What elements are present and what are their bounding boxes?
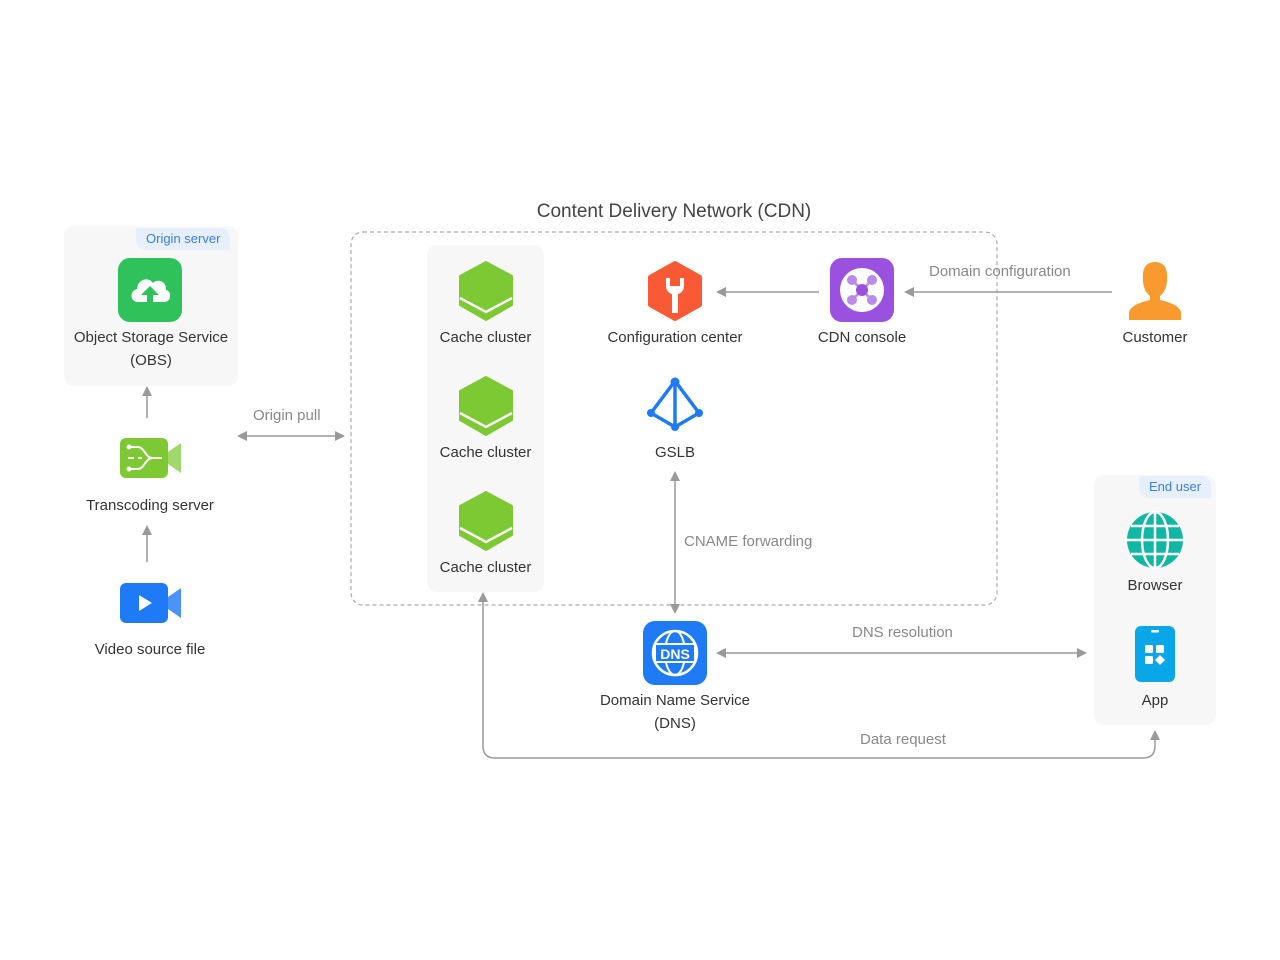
- dns-icon-text: DNS: [660, 646, 690, 662]
- cdn-title: Content Delivery Network (CDN): [536, 201, 812, 222]
- arrow-data-request: [478, 592, 1160, 759]
- cache-hexagon-icon: [458, 261, 514, 321]
- network-hub-icon: [830, 258, 894, 322]
- cache-cluster-label-1: Cache cluster: [439, 329, 532, 346]
- origin-pull-label: Origin pull: [253, 407, 321, 424]
- cache-hexagon-icon: [458, 376, 514, 436]
- user-icon: [1127, 260, 1183, 320]
- browser-label: Browser: [1127, 577, 1183, 594]
- end-user-tag: End user: [1139, 476, 1212, 498]
- obs-label-line1: Object Storage Service: [73, 329, 229, 346]
- customer-label: Customer: [1122, 329, 1188, 346]
- dns-label-line2: (DNS): [654, 715, 696, 732]
- mobile-app-icon: [1135, 626, 1175, 682]
- domain-configuration-label: Domain configuration: [929, 263, 1071, 280]
- cache-cluster-label-3: Cache cluster: [439, 559, 532, 576]
- cache-cluster-label-2: Cache cluster: [439, 444, 532, 461]
- origin-server-tag: Origin server: [136, 228, 231, 250]
- cloud-upload-icon: [118, 258, 182, 322]
- transcode-camera-icon: [120, 438, 182, 478]
- dns-label-line1: Domain Name Service: [599, 692, 751, 709]
- config-center-label: Configuration center: [607, 329, 743, 346]
- app-label: App: [1141, 692, 1169, 709]
- dns-globe-icon: DNS: [643, 621, 707, 685]
- transcoding-label: Transcoding server: [86, 497, 214, 514]
- wrench-hexagon-icon: [647, 261, 703, 321]
- globe-icon: [1126, 510, 1184, 570]
- video-source-label: Video source file: [94, 641, 206, 658]
- cdn-console-label: CDN console: [817, 329, 907, 346]
- obs-label-line2: (OBS): [130, 352, 172, 369]
- cname-forwarding-label: CNAME forwarding: [684, 533, 813, 550]
- cache-hexagon-icon: [458, 491, 514, 551]
- data-request-label: Data request: [860, 731, 946, 748]
- dns-resolution-label: DNS resolution: [852, 624, 953, 641]
- pyramid-network-icon: [646, 376, 704, 432]
- gslb-label: GSLB: [654, 444, 696, 461]
- video-camera-icon: [120, 583, 182, 623]
